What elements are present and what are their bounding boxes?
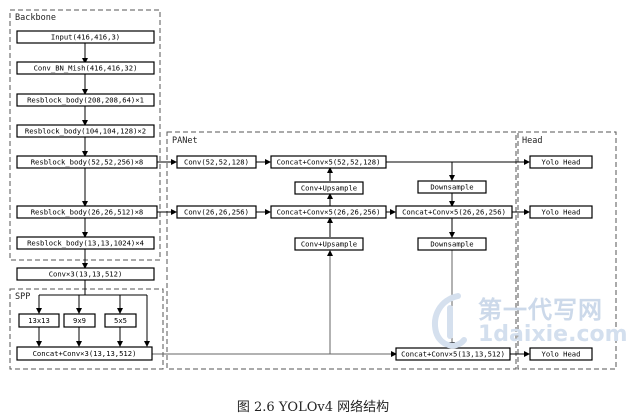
node-resblock-3-label: Resblock_body(52,52,256)×8 [31, 158, 144, 167]
region-panet-label: PANet [172, 136, 198, 146]
figure-caption: 图 2.6 YOLOv4 网络结构 [236, 400, 390, 415]
node-pool-13: 13x13 [18, 313, 60, 328]
node-pan-concat-52: Concat+Conv×5(52,52,128) [270, 155, 387, 169]
node-spp-concat-label: Concat+Conv×3(13,13,512) [33, 349, 137, 358]
node-pan-downsample-2: Downsample [417, 237, 487, 251]
node-pan-conv-26: Conv(26,26,256) [176, 205, 257, 219]
node-resblock-2-label: Resblock_body(104,104,128)×2 [25, 127, 146, 136]
region-spp-label: SPP [15, 292, 30, 302]
node-pan-concat-13-label: Concat+Conv×5(13,13,512) [401, 350, 505, 359]
node-pan-conv-52-label: Conv(52,52,128) [184, 158, 249, 167]
node-pan-conv-26-label: Conv(26,26,256) [184, 208, 249, 217]
node-pan-concat-26b: Concat+Conv×5(26,26,256) [395, 205, 513, 219]
node-input: Input(416,416,3) [16, 30, 155, 44]
node-pan-concat-26b-label: Concat+Conv×5(26,26,256) [402, 208, 506, 217]
node-pool-5: 5x5 [104, 313, 137, 328]
node-pan-upsample-2: Conv+Upsample [294, 237, 364, 251]
node-resblock-4-label: Resblock_body(26,26,512)×8 [31, 208, 144, 217]
node-pool-9: 9x9 [63, 313, 96, 328]
node-conv3-label: Conv×3(13,13,512) [49, 270, 123, 279]
watermark-line2: 1daixie.com [478, 322, 626, 347]
region-head-label: Head [522, 136, 542, 146]
node-pan-downsample-1: Downsample [417, 180, 487, 194]
node-head-3: Yolo Head [529, 347, 593, 361]
node-conv3: Conv×3(13,13,512) [16, 267, 155, 281]
node-conv-bn-mish: Conv_BN_Mish(416,416,32) [16, 61, 155, 75]
edges [36, 43, 530, 357]
node-pan-downsample-1-label: Downsample [430, 183, 473, 192]
node-resblock-2: Resblock_body(104,104,128)×2 [16, 124, 155, 138]
node-head-3-label: Yolo Head [542, 350, 581, 359]
watermark-logo-icon [432, 293, 467, 349]
node-resblock-5: Resblock_body(13,13,1024)×4 [16, 236, 155, 250]
node-pan-upsample-2-label: Conv+Upsample [301, 240, 357, 249]
watermark-line1: 第一代写网 [478, 296, 603, 324]
node-head-2-label: Yolo Head [542, 208, 581, 217]
node-resblock-3: Resblock_body(52,52,256)×8 [16, 155, 158, 169]
node-pan-concat-52-label: Concat+Conv×5(52,52,128) [277, 158, 381, 167]
region-panet: PANet [166, 131, 517, 370]
region-head: Head [517, 131, 617, 370]
node-pan-conv-52: Conv(52,52,128) [176, 155, 257, 169]
node-pool-13-label: 13x13 [28, 316, 50, 325]
node-pan-upsample-1: Conv+Upsample [294, 181, 364, 195]
node-pan-downsample-2-label: Downsample [430, 240, 473, 249]
node-pool-5-label: 5x5 [114, 316, 127, 325]
node-head-1-label: Yolo Head [542, 158, 581, 167]
node-input-label: Input(416,416,3) [51, 33, 120, 42]
region-backbone-label: Backbone [15, 13, 56, 23]
node-pool-9-label: 9x9 [73, 316, 86, 325]
node-spp-concat: Concat+Conv×3(13,13,512) [16, 346, 153, 361]
region-spp: SPP [9, 288, 164, 370]
node-resblock-4: Resblock_body(26,26,512)×8 [16, 205, 158, 219]
node-conv-bn-mish-label: Conv_BN_Mish(416,416,32) [34, 64, 138, 73]
node-pan-upsample-1-label: Conv+Upsample [301, 184, 357, 193]
node-pan-concat-26a-label: Concat+Conv×5(26,26,256) [277, 208, 381, 217]
network-diagram: Backbone SPP PANet Head [9, 9, 617, 370]
node-resblock-1: Resblock_body(208,208,64)×1 [16, 93, 155, 107]
node-head-2: Yolo Head [529, 205, 593, 219]
node-pan-concat-26a: Concat+Conv×5(26,26,256) [270, 205, 387, 219]
node-resblock-5-label: Resblock_body(13,13,1024)×4 [27, 239, 144, 248]
node-resblock-1-label: Resblock_body(208,208,64)×1 [27, 96, 144, 105]
watermark: 第一代写网 1daixie.com [428, 290, 626, 370]
node-head-1: Yolo Head [529, 155, 593, 169]
